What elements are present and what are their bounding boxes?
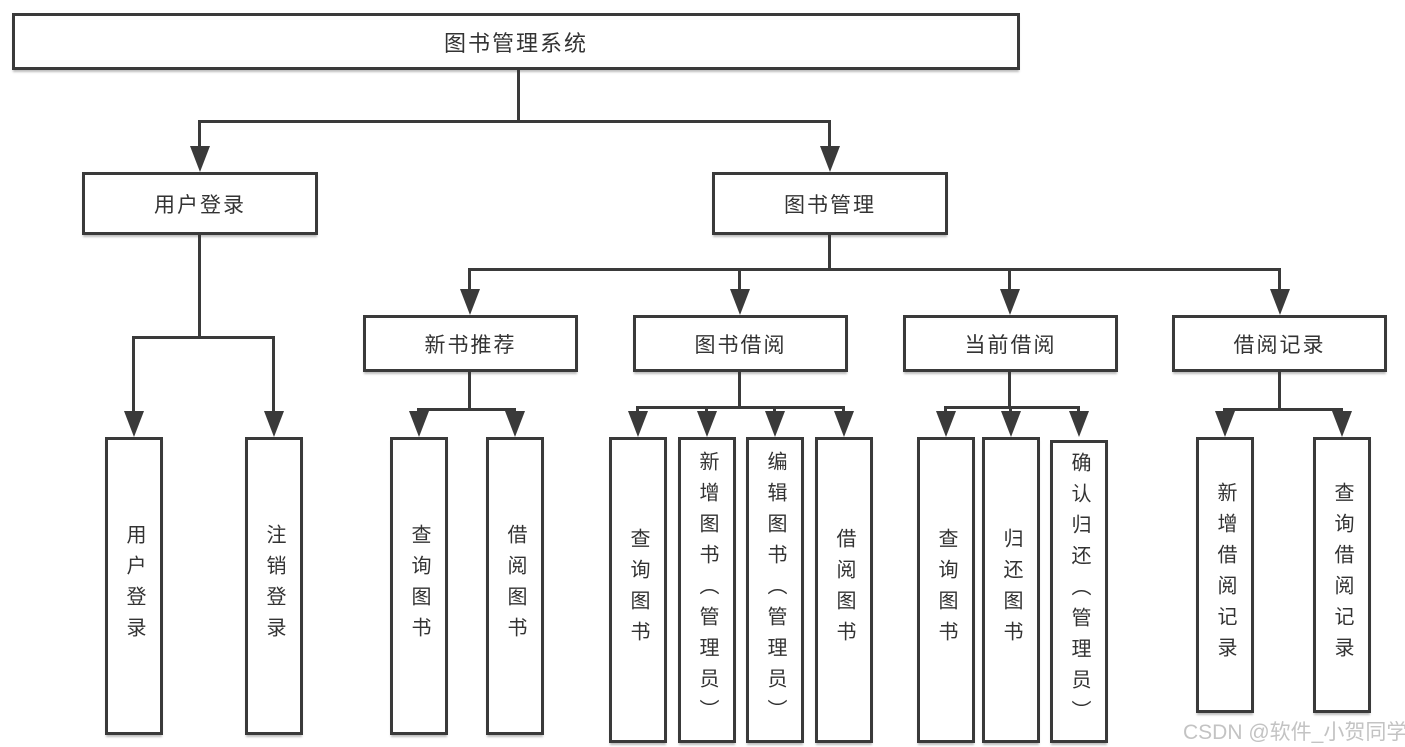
arrow-down-icon bbox=[1077, 406, 1080, 411]
node-label: 注销登录 bbox=[263, 524, 285, 648]
node-book-management-system: 图书管理系统 bbox=[12, 13, 1020, 70]
node-label: 借阅记录 bbox=[1233, 333, 1326, 357]
node-label: 确认归还（管理员） bbox=[1068, 452, 1090, 731]
arrow-down-icon bbox=[1008, 268, 1011, 289]
connector-records-stem bbox=[1278, 372, 1281, 411]
node-current-borrowing: 当前借阅 bbox=[903, 315, 1118, 372]
node-new-book-recommendation: 新书推荐 bbox=[363, 315, 578, 372]
arrow-down-icon bbox=[1009, 406, 1012, 411]
node-label: 新增图书（管理员） bbox=[696, 450, 718, 730]
leaf-query-books: 查询图书 bbox=[917, 437, 975, 743]
node-label: 查询图书 bbox=[408, 524, 430, 648]
connector-management-branch bbox=[468, 268, 1281, 271]
connector-login-stem bbox=[198, 235, 201, 339]
arrow-down-icon bbox=[198, 120, 201, 146]
arrow-down-icon bbox=[1340, 408, 1343, 411]
connector-recommendation-stem bbox=[468, 372, 471, 411]
leaf-query-borrow-record: 查询借阅记录 bbox=[1313, 437, 1371, 713]
connector-login-branch bbox=[132, 336, 275, 339]
node-label: 查询图书 bbox=[935, 528, 957, 652]
arrow-down-icon bbox=[1223, 408, 1226, 411]
node-label: 当前借阅 bbox=[964, 333, 1057, 357]
connector-recommendation-branch bbox=[417, 408, 516, 411]
node-label: 图书管理 bbox=[784, 193, 876, 217]
connector-current-stem bbox=[1008, 372, 1011, 409]
connector-level1-branch bbox=[198, 120, 831, 123]
leaf-edit-books-admin: 编辑图书（管理员） bbox=[746, 437, 804, 743]
connector-borrowing-branch bbox=[636, 406, 845, 409]
arrow-down-icon bbox=[705, 406, 708, 411]
node-label: 借阅图书 bbox=[833, 528, 855, 652]
arrow-down-icon bbox=[1278, 268, 1281, 289]
node-book-borrowing: 图书借阅 bbox=[633, 315, 848, 372]
node-label: 图书管理系统 bbox=[443, 30, 588, 56]
node-label: 新书推荐 bbox=[424, 333, 517, 357]
arrow-down-icon bbox=[828, 120, 831, 146]
arrow-down-icon bbox=[842, 406, 845, 411]
node-label: 查询图书 bbox=[627, 528, 649, 652]
leaf-user-login: 用户登录 bbox=[105, 437, 163, 735]
node-label: 用户登录 bbox=[123, 524, 145, 648]
arrow-down-icon bbox=[773, 406, 776, 411]
node-label: 借阅图书 bbox=[504, 524, 526, 648]
leaf-logout: 注销登录 bbox=[245, 437, 303, 735]
connector-current-branch bbox=[944, 406, 1080, 409]
leaf-add-books-admin: 新增图书（管理员） bbox=[678, 437, 736, 743]
arrow-down-icon bbox=[417, 408, 420, 411]
arrow-down-icon bbox=[944, 406, 947, 411]
node-label: 新增借阅记录 bbox=[1214, 482, 1236, 668]
node-label: 用户登录 bbox=[154, 193, 246, 217]
leaf-query-books: 查询图书 bbox=[609, 437, 667, 743]
leaf-query-books: 查询图书 bbox=[390, 437, 448, 735]
arrow-down-icon bbox=[513, 408, 516, 411]
arrow-down-icon bbox=[272, 336, 275, 411]
node-label: 图书借阅 bbox=[694, 333, 787, 357]
leaf-add-borrow-record: 新增借阅记录 bbox=[1196, 437, 1254, 713]
connector-borrowing-stem bbox=[738, 372, 741, 409]
node-borrowing-records: 借阅记录 bbox=[1172, 315, 1387, 372]
arrow-down-icon bbox=[468, 268, 471, 289]
node-book-management: 图书管理 bbox=[712, 172, 948, 235]
arrow-down-icon bbox=[636, 406, 639, 411]
leaf-borrow-books: 借阅图书 bbox=[815, 437, 873, 743]
node-label: 归还图书 bbox=[1000, 528, 1022, 652]
node-label: 查询借阅记录 bbox=[1331, 482, 1353, 668]
arrow-down-icon bbox=[738, 268, 741, 289]
connector-records-branch bbox=[1223, 408, 1343, 411]
connector-root-trunk bbox=[517, 70, 520, 122]
connector-management-stem bbox=[828, 235, 831, 271]
node-label: 编辑图书（管理员） bbox=[764, 450, 786, 730]
leaf-confirm-return-admin: 确认归还（管理员） bbox=[1050, 440, 1108, 743]
leaf-return-books: 归还图书 bbox=[982, 437, 1040, 743]
leaf-borrow-books: 借阅图书 bbox=[486, 437, 544, 735]
node-user-login: 用户登录 bbox=[82, 172, 318, 235]
arrow-down-icon bbox=[132, 336, 135, 411]
csdn-watermark: CSDN @软件_小贺同学 bbox=[1183, 721, 1405, 744]
